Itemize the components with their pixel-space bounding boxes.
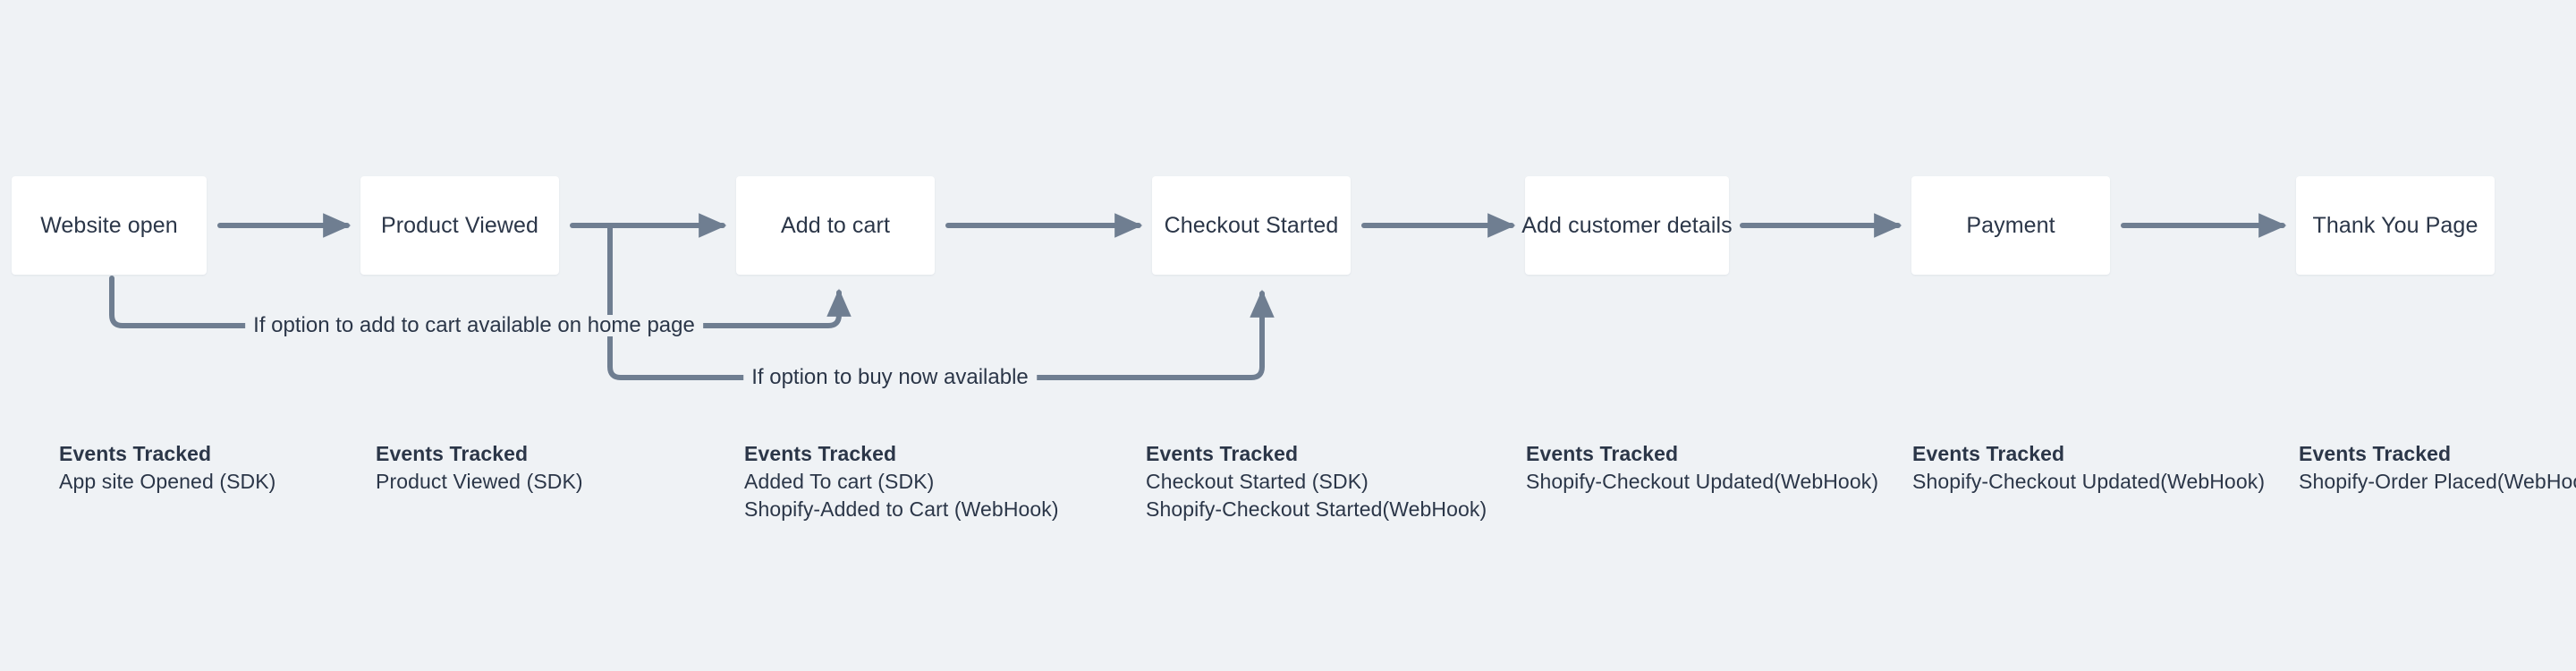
events-tracked-item: Shopify-Checkout Updated(WebHook) xyxy=(1526,470,1879,494)
events-tracked-title: Events Tracked xyxy=(1912,442,2065,465)
events-tracked-item: Product Viewed (SDK) xyxy=(376,470,583,494)
node-label: Checkout Started xyxy=(1164,213,1339,238)
events-tracked-title: Events Tracked xyxy=(744,442,897,465)
events-block-thank-you-page: Events Tracked Shopify-Order Placed(WebH… xyxy=(2299,440,2576,496)
node-product-viewed[interactable]: Product Viewed xyxy=(360,176,559,275)
node-add-customer-details[interactable]: Add customer details xyxy=(1521,176,1733,275)
events-tracked-title: Events Tracked xyxy=(59,442,212,465)
events-tracked-item: Checkout Started (SDK) xyxy=(1146,470,1368,494)
node-label: Add to cart xyxy=(781,213,890,238)
events-tracked-item: Shopify-Checkout Updated(WebHook) xyxy=(1912,470,2266,494)
events-tracked-item: Added To cart (SDK) xyxy=(744,470,935,494)
connector-home-page-add-to-cart-right xyxy=(650,288,852,328)
edge-label-buy-now-condition: If option to buy now available xyxy=(743,367,1037,388)
events-tracked-item: Shopify-Checkout Started(WebHook) xyxy=(1146,497,1487,522)
connector-home-page-add-to-cart-left xyxy=(109,276,298,328)
node-label: Website open xyxy=(40,213,178,238)
events-block-add-to-cart: Events Tracked Added To cart (SDK) Shopi… xyxy=(744,440,1059,523)
events-tracked-title: Events Tracked xyxy=(2299,442,2452,465)
events-block-add-customer-details: Events Tracked Shopify-Checkout Updated(… xyxy=(1526,440,1878,496)
events-tracked-item: Shopify-Order Placed(WebHook) xyxy=(2299,470,2576,494)
connector-buy-now-to-checkout-started xyxy=(1008,289,1275,380)
events-block-checkout-started: Events Tracked Checkout Started (SDK) Sh… xyxy=(1146,440,1487,523)
edge-label-add-to-cart-condition: If option to add to cart available on ho… xyxy=(245,315,703,336)
connector-product-viewed-buy-now-left xyxy=(606,223,772,380)
node-label: Payment xyxy=(1966,213,2055,238)
events-tracked-title: Events Tracked xyxy=(376,442,529,465)
node-payment[interactable]: Payment xyxy=(1911,176,2110,275)
events-block-payment: Events Tracked Shopify-Checkout Updated(… xyxy=(1912,440,2265,496)
events-block-website-open: Events Tracked App site Opened (SDK) xyxy=(59,440,275,496)
node-label: Product Viewed xyxy=(380,213,539,238)
events-tracked-title: Events Tracked xyxy=(1146,442,1299,465)
node-thank-you-page[interactable]: Thank You Page xyxy=(2296,176,2495,275)
node-website-open[interactable]: Website open xyxy=(12,176,207,275)
node-label: Thank You Page xyxy=(2312,213,2479,238)
events-tracked-item: App site Opened (SDK) xyxy=(59,470,276,494)
events-block-product-viewed: Events Tracked Product Viewed (SDK) xyxy=(376,440,583,496)
events-tracked-item: Shopify-Added to Cart (WebHook) xyxy=(744,497,1059,522)
node-checkout-started[interactable]: Checkout Started xyxy=(1152,176,1351,275)
node-label: Add customer details xyxy=(1521,213,1733,238)
events-tracked-title: Events Tracked xyxy=(1526,442,1679,465)
node-add-to-cart[interactable]: Add to cart xyxy=(736,176,935,275)
